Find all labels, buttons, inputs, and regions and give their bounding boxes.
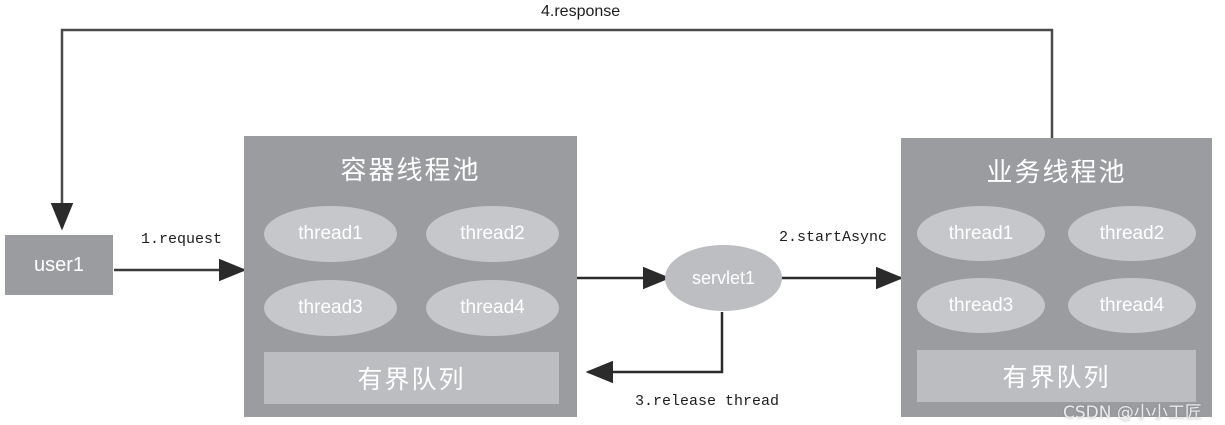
container-thread-1-label: thread1: [298, 223, 363, 244]
business-thread-pool-title: 业务线程池: [986, 158, 1127, 188]
container-thread-pool-title: 容器线程池: [340, 156, 481, 186]
container-thread-2[interactable]: thread2: [426, 206, 559, 262]
container-thread-4[interactable]: thread4: [426, 280, 559, 336]
business-thread-4[interactable]: thread4: [1068, 278, 1196, 333]
edge-release-thread: [585, 312, 724, 384]
actor-user1[interactable]: user1: [5, 235, 113, 295]
actor-user1-label: user1: [33, 253, 85, 276]
edge-label-start-async: 2.startAsync: [776, 228, 891, 248]
business-thread-1-label: thread1: [948, 222, 1014, 244]
business-thread-2-label: thread2: [1099, 222, 1165, 244]
business-bounded-queue[interactable]: 有界队列: [917, 350, 1196, 402]
container-bounded-queue-label: 有界队列: [357, 365, 466, 394]
business-thread-3-label: thread3: [948, 294, 1014, 316]
container-thread-3-label: thread3: [298, 297, 363, 318]
container-thread-2-label: thread2: [460, 223, 525, 244]
container-thread-pool[interactable]: 容器线程池 thread1 thread2 thread3 thread4 有界…: [244, 136, 577, 417]
csdn-watermark: CSDN @小小工匠: [1063, 403, 1202, 423]
container-bounded-queue[interactable]: 有界队列: [264, 352, 559, 404]
container-thread-1[interactable]: thread1: [264, 206, 397, 262]
business-thread-3[interactable]: thread3: [917, 278, 1045, 333]
servlet1-node[interactable]: servlet1: [665, 245, 782, 311]
container-thread-4-label: thread4: [460, 297, 525, 318]
edge-label-request: 1.request: [138, 230, 226, 250]
edge-label-release-thread: 3.release thread: [632, 392, 783, 412]
container-thread-3[interactable]: thread3: [264, 280, 397, 336]
business-thread-pool[interactable]: 业务线程池 thread1 thread2 thread3 thread4 有界…: [901, 138, 1212, 417]
business-thread-4-label: thread4: [1099, 294, 1165, 316]
business-thread-2[interactable]: thread2: [1068, 206, 1196, 261]
business-thread-1[interactable]: thread1: [917, 206, 1045, 261]
business-bounded-queue-label: 有界队列: [1002, 363, 1111, 392]
servlet1-label: servlet1: [691, 267, 756, 288]
edge-label-response: 4.response: [538, 2, 624, 22]
